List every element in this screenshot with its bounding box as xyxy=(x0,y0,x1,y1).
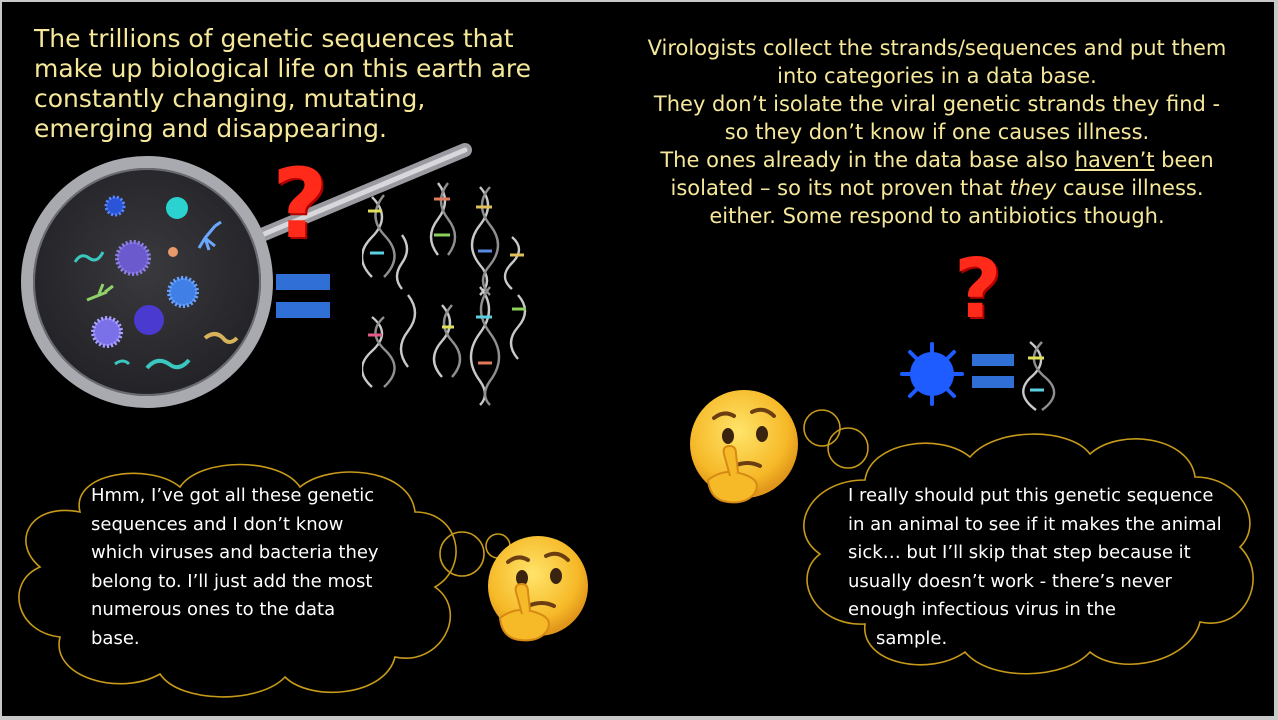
magnifying-glass-illustration xyxy=(21,143,472,408)
equals-icon xyxy=(972,354,1014,388)
thinking-face-icon xyxy=(690,390,798,504)
right-caption-underlined: haven’t xyxy=(1074,148,1155,172)
right-caption-line: isolated – so its not proven that they c… xyxy=(642,174,1232,202)
right-caption-fragment: The ones already in the data base also xyxy=(660,148,1075,172)
magnifier-handle-icon xyxy=(250,143,472,244)
right-caption-fragment: cause illness. xyxy=(1056,176,1204,200)
left-thought-bubble xyxy=(18,463,526,698)
magnifier-lens-icon xyxy=(21,156,273,408)
bubble-line: enough infectious virus in the xyxy=(848,599,1116,620)
bubble-line: numerous ones to the data xyxy=(91,599,336,620)
bubble-line: I really should put this genetic sequenc… xyxy=(848,485,1214,506)
thought-dot-icon xyxy=(827,427,869,469)
bubble-line: sample. xyxy=(876,627,948,649)
left-bubble-text: Hmm, I’ve got all these genetic sequence… xyxy=(91,482,379,653)
bubble-line: Hmm, I’ve got all these genetic xyxy=(91,485,375,506)
bubble-line: which viruses and bacteria they xyxy=(91,542,379,563)
bubble-line: usually doesn’t work - there’s never xyxy=(848,570,1172,592)
right-caption-line: The ones already in the data base also h… xyxy=(642,146,1232,174)
equals-icon xyxy=(276,274,330,318)
microbes-icon xyxy=(73,195,239,370)
right-caption-line: into categories in a data base. xyxy=(777,64,1097,88)
dna-strands-icon xyxy=(362,182,527,406)
right-caption-line: They don’t isolate the viral genetic str… xyxy=(653,92,1221,116)
right-caption-line: either. Some respond to antibiotics thou… xyxy=(709,204,1165,228)
bubble-line: sequences and I don’t know xyxy=(91,513,344,535)
thinking-face-icon xyxy=(488,536,588,642)
left-caption: The trillions of genetic sequences that … xyxy=(34,24,532,143)
right-caption-italic: they xyxy=(1009,176,1057,200)
thought-dot-icon xyxy=(439,531,485,577)
virus-icon xyxy=(900,342,964,406)
bubble-line: belong to. I’ll just add the most xyxy=(91,570,373,592)
bubble-line: sick… but I’ll skip that step because it xyxy=(848,542,1191,563)
question-mark-icon: ? xyxy=(272,148,328,260)
bubble-line: base. xyxy=(91,627,140,649)
dna-strand-icon xyxy=(1022,341,1056,411)
right-caption-line: so they don’t know if one causes illness… xyxy=(724,120,1150,144)
bubble-line: in an animal to see if it makes the anim… xyxy=(848,513,1222,535)
right-thought-bubble xyxy=(803,409,1254,675)
right-caption-line: Virologists collect the strands/sequence… xyxy=(647,36,1227,60)
right-caption: Virologists collect the strands/sequence… xyxy=(642,34,1232,230)
question-mark-icon: ? xyxy=(954,242,1002,337)
right-caption-fragment: isolated – so its not proven that xyxy=(670,176,1010,200)
thought-dot-icon xyxy=(803,409,841,447)
right-caption-fragment: been xyxy=(1154,148,1214,172)
right-bubble-text: I really should put this genetic sequenc… xyxy=(848,482,1222,653)
